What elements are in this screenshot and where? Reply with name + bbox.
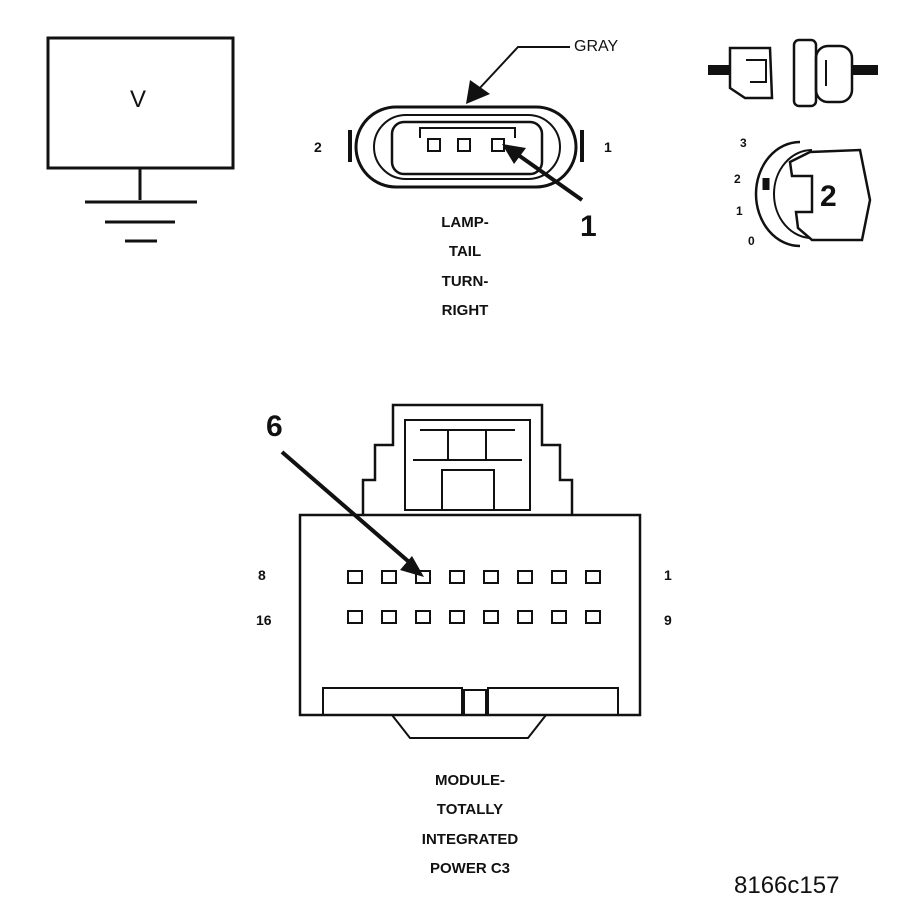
gray-wire-leader <box>477 46 570 91</box>
callout-1-arrowhead <box>502 144 526 164</box>
ignition-position-2: 2 <box>734 172 741 186</box>
module-pin-16-label: 16 <box>256 612 272 628</box>
ignition-position-1: 1 <box>736 204 743 218</box>
module-connector-caption: MODULE- TOTALLY INTEGRATED POWER C3 <box>421 772 519 877</box>
lamp-connector-body <box>348 105 584 189</box>
callout-1-label: 1 <box>580 210 597 243</box>
lamp-pin-left-label: 2 <box>314 139 322 155</box>
module-pin-9-label: 9 <box>664 612 672 628</box>
module-pin-8-label: 8 <box>258 567 266 583</box>
module-pin-1-label: 1 <box>664 567 672 583</box>
ignition-position-3: 3 <box>740 136 747 150</box>
module-connector-body <box>298 403 642 739</box>
ignition-position-0: 0 <box>748 234 755 248</box>
callout-1-leader <box>512 150 584 202</box>
lamp-connector-caption: LAMP- TAIL TURN- RIGHT <box>441 214 489 319</box>
callout-6-label: 6 <box>266 410 283 443</box>
callout-2-label: 2 <box>820 180 837 213</box>
voltmeter-symbol <box>46 36 235 243</box>
ignition-key-icon <box>708 38 878 108</box>
voltmeter-label: V <box>130 86 147 113</box>
callout-6-leader <box>280 450 418 570</box>
callout-6-arrowhead <box>400 556 424 577</box>
lamp-pin-right-label: 1 <box>604 139 612 155</box>
gray-arrowhead <box>466 80 490 104</box>
figure-reference-id: 8166c157 <box>734 872 840 899</box>
wire-color-label: GRAY <box>574 38 619 55</box>
ignition-switch-icon <box>754 140 872 248</box>
